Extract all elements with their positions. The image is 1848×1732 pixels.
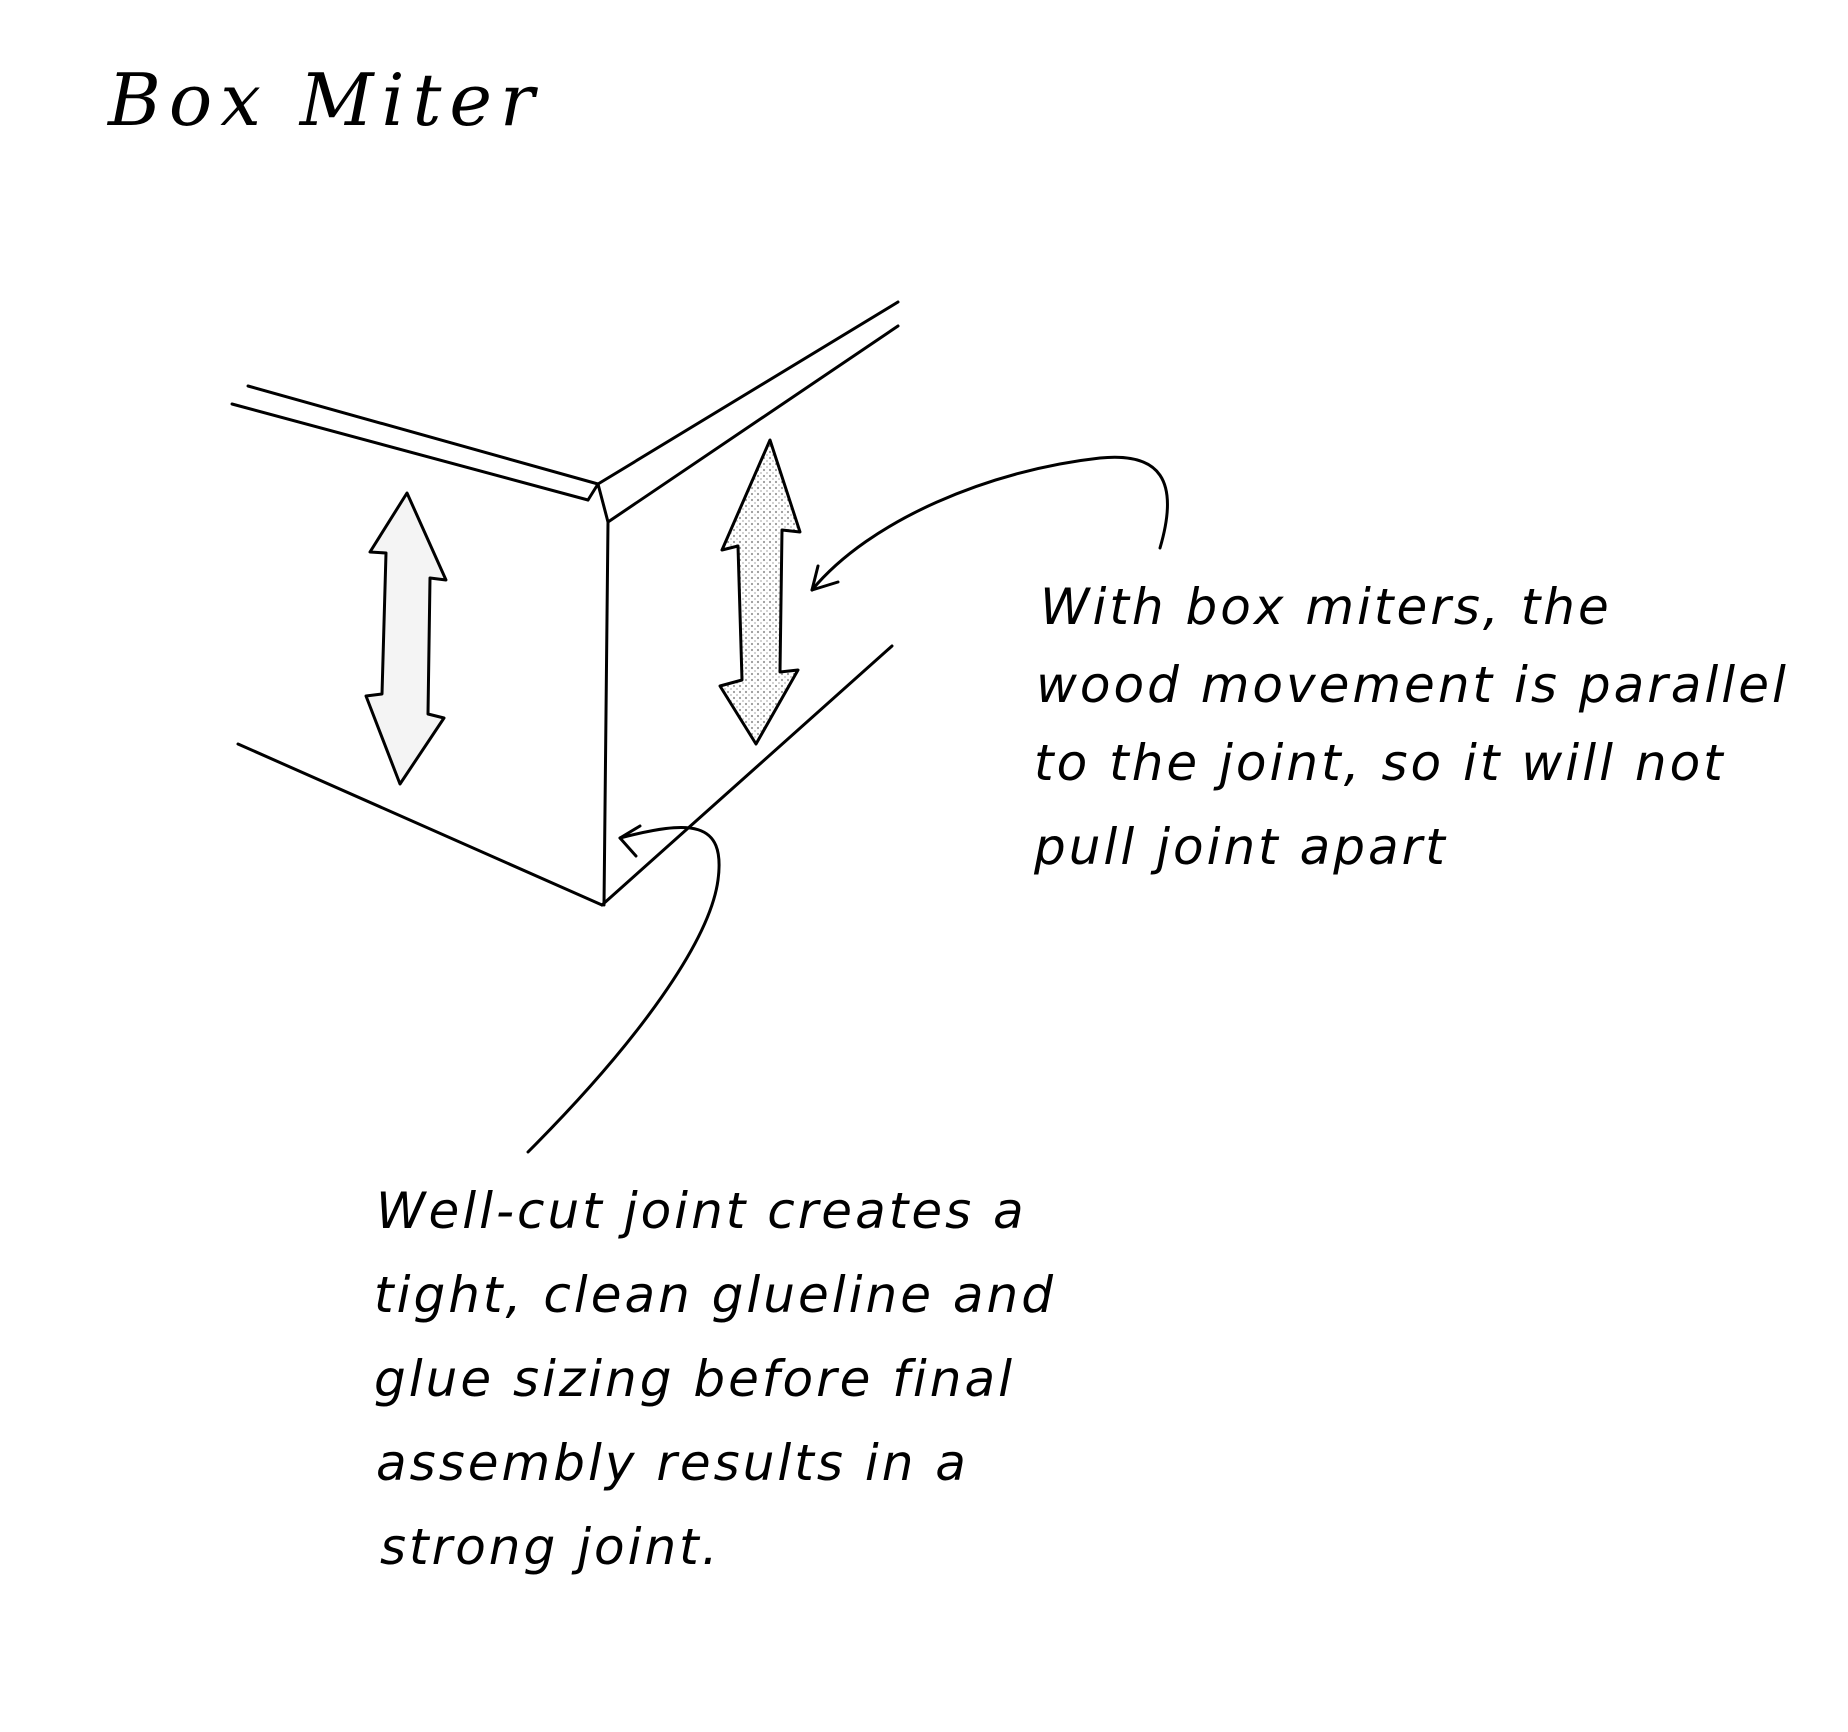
bottom-note-line-1: Well-cut joint creates a <box>376 1182 1027 1240</box>
left-board-bottom-edge <box>236 742 604 907</box>
left-board-top-edge-outer <box>246 384 600 486</box>
right-movement-arrow-icon <box>718 438 802 746</box>
bottom-callout-arrow-icon <box>526 824 721 1154</box>
page-title: Box Miter <box>108 58 543 142</box>
right-board-top-edge-inner <box>606 324 900 524</box>
right-board-top-edge-outer <box>596 300 900 486</box>
right-board-bottom-edge <box>600 644 894 907</box>
miter-line <box>586 482 610 524</box>
bottom-note-line-2: tight, clean glueline and <box>374 1266 1056 1324</box>
left-movement-arrow-icon <box>364 491 448 786</box>
right-note-line-1: With box miters, the <box>1040 578 1612 636</box>
right-note-line-4: pull joint apart <box>1034 818 1448 876</box>
box-corner <box>230 300 900 907</box>
right-note-line-2: wood movement is parallel <box>1036 656 1789 714</box>
bottom-note-line-4: assembly results in a <box>376 1434 969 1492</box>
corner-edge <box>602 520 610 907</box>
bottom-note-line-5: strong joint. <box>380 1518 721 1576</box>
bottom-note-line-3: glue sizing before final <box>374 1350 1015 1408</box>
right-callout-arrow-icon <box>810 455 1169 592</box>
left-board-top-edge-inner <box>230 402 590 502</box>
right-note-line-3: to the joint, so it will not <box>1034 734 1726 792</box>
